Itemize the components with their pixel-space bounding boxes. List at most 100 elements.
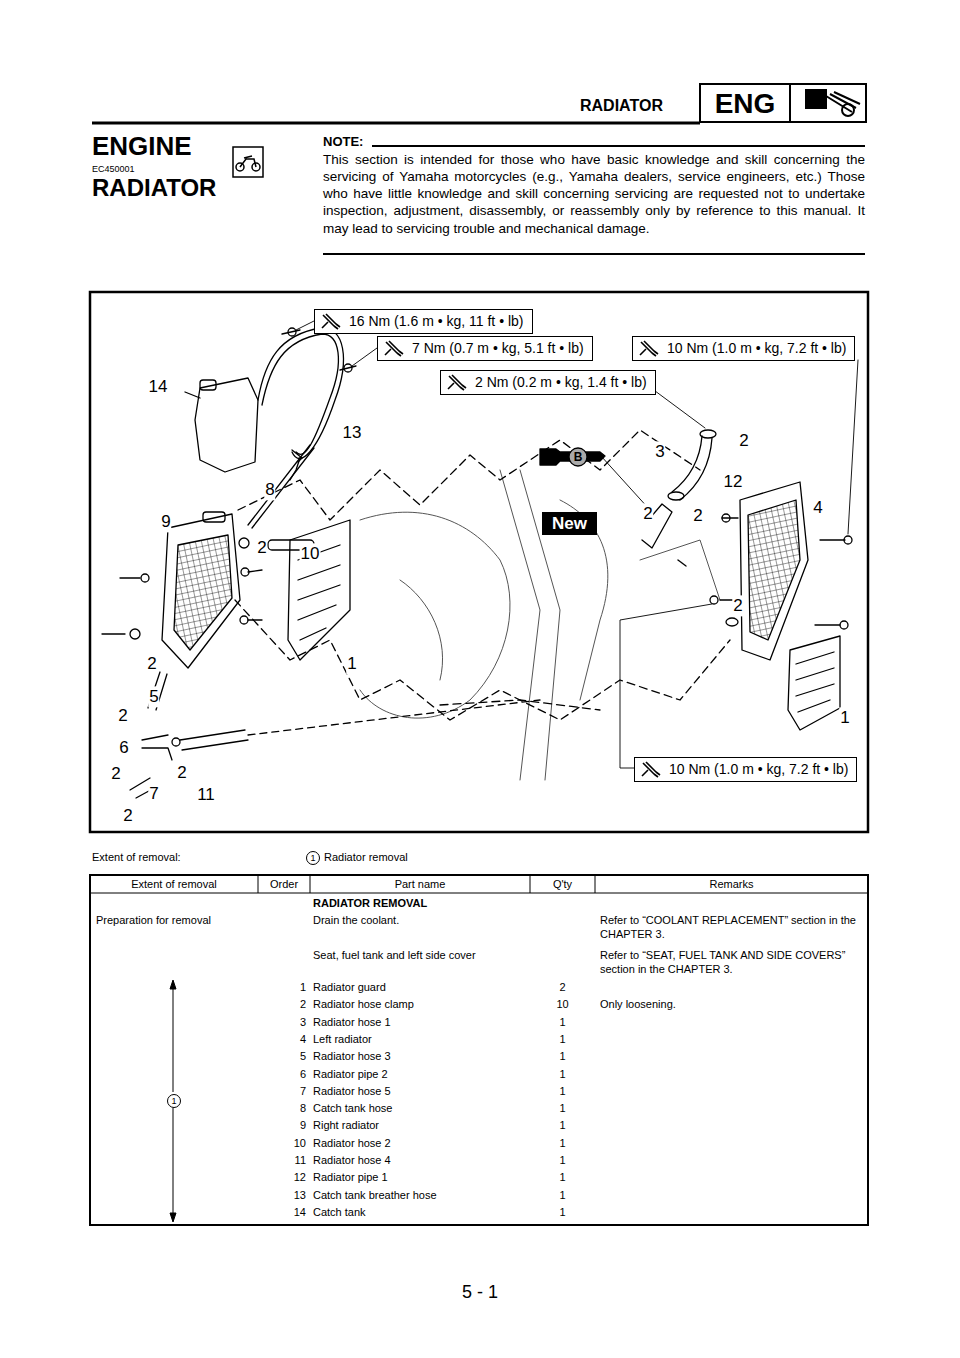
table-cell: Catch tank (313, 1206, 366, 1220)
torque-value: 10 Nm (1.0 m • kg, 7.2 ft • lb) (667, 340, 846, 356)
torque-spec-box: 10 Nm (1.0 m • kg, 7.2 ft • lb) (632, 336, 855, 361)
table-cell: Radiator pipe 1 (313, 1171, 388, 1185)
table-cell: Radiator hose 1 (313, 1016, 391, 1030)
table-cell: Seat, fuel tank and left side cover (313, 949, 476, 963)
engine-icon-box (790, 84, 866, 122)
callout-number: 8 (264, 479, 275, 500)
note-rule (372, 145, 865, 147)
chapter-title: ENGINE (92, 130, 192, 163)
torque-spec-box: 10 Nm (1.0 m • kg, 7.2 ft • lb) (634, 757, 857, 782)
table-cell: 10 (530, 998, 595, 1012)
table-cell: 7 (258, 1085, 306, 1099)
table-cell: 1 (530, 1102, 595, 1116)
callout-number: 2 (738, 430, 749, 451)
table-cell: 8 (258, 1102, 306, 1116)
wrench-icon (320, 313, 342, 330)
table-cell: Only loosening. (600, 998, 676, 1012)
table-cell: 1 (530, 1137, 595, 1151)
callout-number: 7 (148, 783, 159, 804)
table-cell: Radiator hose 2 (313, 1137, 391, 1151)
table-cell: 1 (530, 1154, 595, 1168)
torque-value: 2 Nm (0.2 m • kg, 1.4 ft • lb) (475, 374, 647, 390)
table-cell: 12 (258, 1171, 306, 1185)
note-rule (323, 253, 865, 255)
callout-number: 2 (256, 537, 267, 558)
callout-number: 2 (146, 653, 157, 674)
table-cell: Radiator hose 5 (313, 1085, 391, 1099)
callout-number: 14 (148, 376, 169, 397)
symbol-letter: B (574, 450, 583, 465)
engine-icon (806, 90, 860, 116)
table-cell: 5 (258, 1050, 306, 1064)
callout-number: 2 (642, 503, 653, 524)
table-header: Part name (310, 878, 530, 892)
table-cell: 1 (530, 1068, 595, 1082)
table-cell: 3 (258, 1016, 306, 1030)
motorcycle-icon (236, 156, 260, 171)
table-cell: 11 (258, 1154, 306, 1168)
extent-caption: Radiator removal (324, 851, 408, 865)
page-number: 5 - 1 (462, 1281, 498, 1304)
torque-spec-box: 2 Nm (0.2 m • kg, 1.4 ft • lb) (440, 370, 656, 395)
table-cell: 1 (530, 1119, 595, 1133)
table-cell: 1 (530, 1050, 595, 1064)
code-number: EC450001 (92, 164, 135, 175)
callout-number: 12 (723, 471, 744, 492)
table-cell: Radiator guard (313, 981, 386, 995)
callout-number: 13 (342, 422, 363, 443)
table-cell: Catch tank hose (313, 1102, 393, 1116)
callout-number: 11 (196, 784, 216, 805)
section-tab: ENG (700, 86, 790, 121)
torque-spec-box: 7 Nm (0.7 m • kg, 5.1 ft • lb) (377, 336, 593, 361)
motorcycle-icon-box (233, 147, 263, 177)
badge-text: New (552, 514, 587, 533)
table-header: Order (258, 878, 310, 892)
new-part-badge: New (542, 512, 597, 535)
wrench-icon (383, 340, 405, 357)
wrench-icon (640, 761, 662, 778)
table-cell: 1 (530, 1189, 595, 1203)
callout-number: 4 (812, 497, 823, 518)
table-header: Q'ty (530, 878, 595, 892)
table-cell: Radiator pipe 2 (313, 1068, 388, 1082)
section-title: RADIATOR (92, 173, 216, 203)
callout-number: 2 (692, 505, 703, 526)
diagram-frame (90, 292, 868, 832)
callout-number: 3 (654, 441, 665, 462)
callout-number: 1 (346, 653, 357, 674)
table-cell: Refer to “SEAT, FUEL TANK AND SIDE COVER… (600, 949, 862, 977)
torque-value: 7 Nm (0.7 m • kg, 5.1 ft • lb) (412, 340, 584, 356)
table-cell: Right radiator (313, 1119, 379, 1133)
torque-value: 16 Nm (1.6 m • kg, 11 ft • lb) (349, 313, 524, 329)
callout-number: 2 (732, 595, 743, 616)
table-header: Extent of removal (90, 878, 258, 892)
callout-number: 2 (122, 805, 133, 826)
table-cell: 2 (530, 981, 595, 995)
table-cell: 1 (530, 1206, 595, 1220)
table-cell: Refer to “COOLANT REPLACEMENT” section i… (600, 914, 862, 942)
callout-number: 9 (160, 511, 171, 532)
torque-spec-box: 16 Nm (1.6 m • kg, 11 ft • lb) (314, 309, 533, 334)
parts-table (90, 875, 868, 1225)
callout-number: 2 (110, 763, 121, 784)
table-cell: 1 (258, 981, 306, 995)
circled-number: 1 (167, 1094, 181, 1108)
table-cell: 1 (530, 1033, 595, 1047)
table-cell: Drain the coolant. (313, 914, 399, 928)
table-cell: Radiator hose 4 (313, 1154, 391, 1168)
table-cell: 2 (258, 998, 306, 1012)
note-heading: NOTE: (323, 134, 363, 150)
table-cell: Radiator hose clamp (313, 998, 414, 1012)
callout-number: 2 (117, 705, 128, 726)
section-tab-box (700, 84, 790, 122)
torque-value: 10 Nm (1.0 m • kg, 7.2 ft • lb) (669, 761, 848, 777)
table-cell: 1 (530, 1085, 595, 1099)
exploded-illustration (102, 321, 858, 798)
section-header: RADIATOR (580, 96, 663, 116)
wrench-icon (446, 374, 468, 391)
table-cell: Radiator hose 3 (313, 1050, 391, 1064)
table-cell: 6 (258, 1068, 306, 1082)
table-cell: 1 (530, 1171, 595, 1185)
extent-caption: Extent of removal: (92, 851, 181, 865)
callout-number: 2 (176, 762, 187, 783)
